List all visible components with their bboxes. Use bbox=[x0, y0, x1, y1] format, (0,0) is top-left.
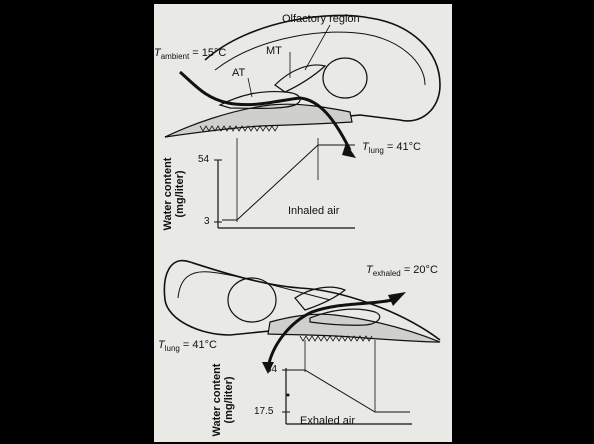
exhale-arrowhead bbox=[388, 292, 406, 306]
ambient-sub: ambient bbox=[161, 52, 189, 61]
inhale-ylabel-line1: Water content bbox=[163, 156, 175, 232]
exhale-tick-label-54: 54 bbox=[266, 365, 277, 375]
exhale-tick-label-17-5: 17.5 bbox=[254, 407, 273, 417]
inhale-lung-value: = 41°C bbox=[387, 141, 421, 153]
exhale-ylabel-line2: (mg/liter) bbox=[224, 360, 236, 440]
mt-label: MT bbox=[266, 46, 282, 57]
ambient-temperature-label: Tambient = 15°C bbox=[154, 48, 226, 59]
ambient-value: = 15°C bbox=[192, 47, 226, 59]
exhale-mark-dot bbox=[287, 394, 290, 397]
exhale-water-line bbox=[290, 370, 410, 412]
exhale-lung-var: T bbox=[158, 339, 165, 351]
exhale-skull-inner bbox=[178, 272, 330, 300]
exhaled-air-caption: Exhaled air bbox=[300, 416, 355, 427]
inhale-ylabel-line2: (mg/liter) bbox=[175, 156, 187, 232]
exhaled-temperature-label: Texhaled = 20°C bbox=[366, 265, 438, 276]
inhaled-air-caption: Inhaled air bbox=[288, 206, 339, 217]
ambient-var: T bbox=[154, 47, 161, 59]
exhale-orbit bbox=[228, 278, 276, 322]
exhale-ylabel-line1: Water content bbox=[212, 360, 224, 440]
inhale-lung-sub: lung bbox=[369, 146, 384, 155]
inhale-y-axis-label: Water content (mg/liter) bbox=[163, 156, 186, 232]
exhaled-var: T bbox=[366, 264, 373, 276]
olfactory-region-label: Olfactory region bbox=[282, 14, 360, 25]
exhale-y-axis-label: Water content (mg/liter) bbox=[212, 360, 235, 440]
exhale-beak bbox=[268, 314, 440, 342]
exhale-lung-value: = 41°C bbox=[183, 339, 217, 351]
inhale-tick-label-54: 54 bbox=[198, 155, 209, 165]
exhale-lung-temperature-label: Tlung = 41°C bbox=[158, 340, 217, 351]
exhale-lung-sub: lung bbox=[165, 344, 180, 353]
inhale-lung-temperature-label: Tlung = 41°C bbox=[362, 142, 421, 153]
exhaled-value: = 20°C bbox=[404, 264, 438, 276]
exhaled-sub: exhaled bbox=[373, 269, 401, 278]
at-label: AT bbox=[232, 68, 245, 79]
inhale-tick-label-3: 3 bbox=[204, 217, 210, 227]
inhale-lung-var: T bbox=[362, 141, 369, 153]
